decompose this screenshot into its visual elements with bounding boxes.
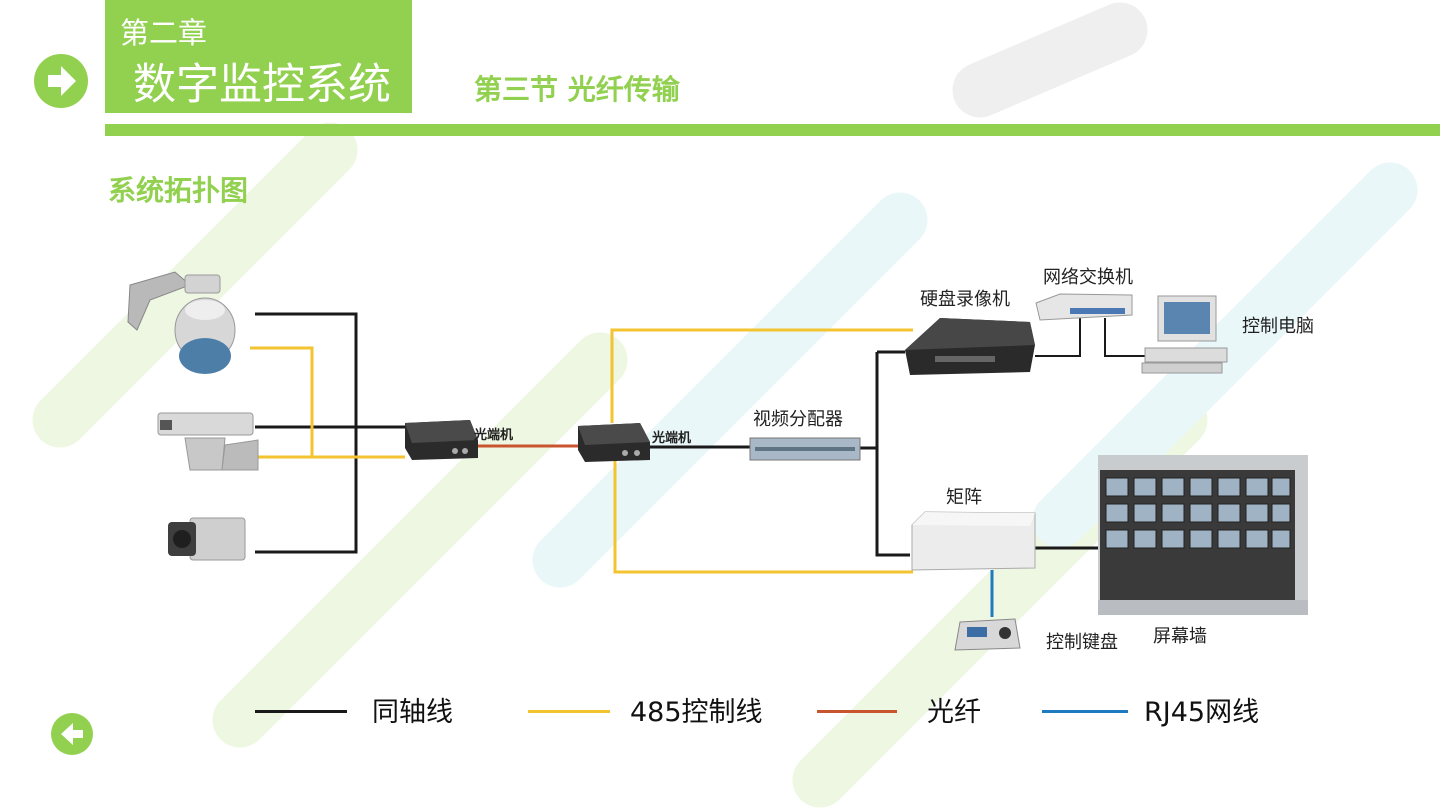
net-switch-pc: [1104, 318, 1150, 357]
optical-transceiver-1-icon: [405, 420, 478, 460]
optical-transceiver-2-icon: [578, 423, 650, 462]
control-optical2-to-matrix: [613, 457, 913, 574]
control-keyboard-icon: [954, 618, 1021, 651]
legend-label-fiber: 光纤: [927, 697, 981, 728]
dvr-label: 硬盘录像机: [920, 289, 1010, 310]
next-slide-button[interactable]: [32, 52, 90, 110]
chapter-banner: 第二章 数字监控系统: [105, 0, 412, 113]
chapter-number: 第二章: [120, 16, 208, 50]
coax-lines: [255, 312, 1098, 557]
legend-label-485: 485控制线: [630, 697, 763, 728]
control-pc-icon: [1141, 295, 1228, 374]
box-camera-icon: [168, 517, 246, 561]
legend-swatch-coax: [255, 710, 347, 713]
legend-swatch-fiber: [817, 710, 897, 713]
net-dvr-switch: [1035, 318, 1081, 357]
arrow-right-circle-icon: [34, 54, 88, 108]
dvr-icon: [905, 318, 1035, 375]
optical-transceiver-1-label: 光端机: [474, 428, 514, 443]
coax-distributor-bus: [875, 352, 910, 557]
legend-swatch-rj45: [1042, 710, 1128, 713]
control-keyboard-label: 控制键盘: [1046, 632, 1118, 653]
page-subtitle: 系统拓扑图: [108, 174, 249, 207]
video-distributor-label: 视频分配器: [753, 409, 843, 430]
section-title: 第三节 光纤传输: [474, 73, 680, 106]
video-wall-icon: [1098, 455, 1308, 615]
dome-camera-icon: [127, 271, 236, 374]
control-camera-bus: [250, 346, 314, 459]
network-switch-icon: [1035, 293, 1133, 321]
optical-transceiver-2-label: 光端机: [652, 431, 692, 446]
chapter-title: 数字监控系统: [133, 60, 391, 110]
network-switch-label: 网络交换机: [1043, 267, 1133, 288]
legend-label-coax: 同轴线: [372, 697, 453, 728]
housing-camera-icon: [157, 412, 259, 471]
control-dvr-to-optical2: [610, 328, 913, 423]
header-rule: [105, 124, 1440, 136]
video-wall-screens: [1105, 477, 1291, 549]
previous-slide-button[interactable]: [50, 712, 94, 756]
legend-label-rj45: RJ45网线: [1144, 697, 1260, 728]
matrix-label: 矩阵: [946, 487, 982, 508]
control-pc-label: 控制电脑: [1242, 316, 1314, 337]
legend-swatch-485: [528, 710, 610, 713]
matrix-icon: [911, 511, 1036, 571]
network-lines: [1035, 318, 1150, 357]
video-wall-label: 屏幕墙: [1153, 626, 1207, 647]
coax-camera-bus: [255, 312, 358, 554]
control-485-lines: [250, 328, 913, 574]
arrow-left-circle-icon: [51, 713, 93, 755]
video-distributor-icon: [749, 437, 861, 461]
